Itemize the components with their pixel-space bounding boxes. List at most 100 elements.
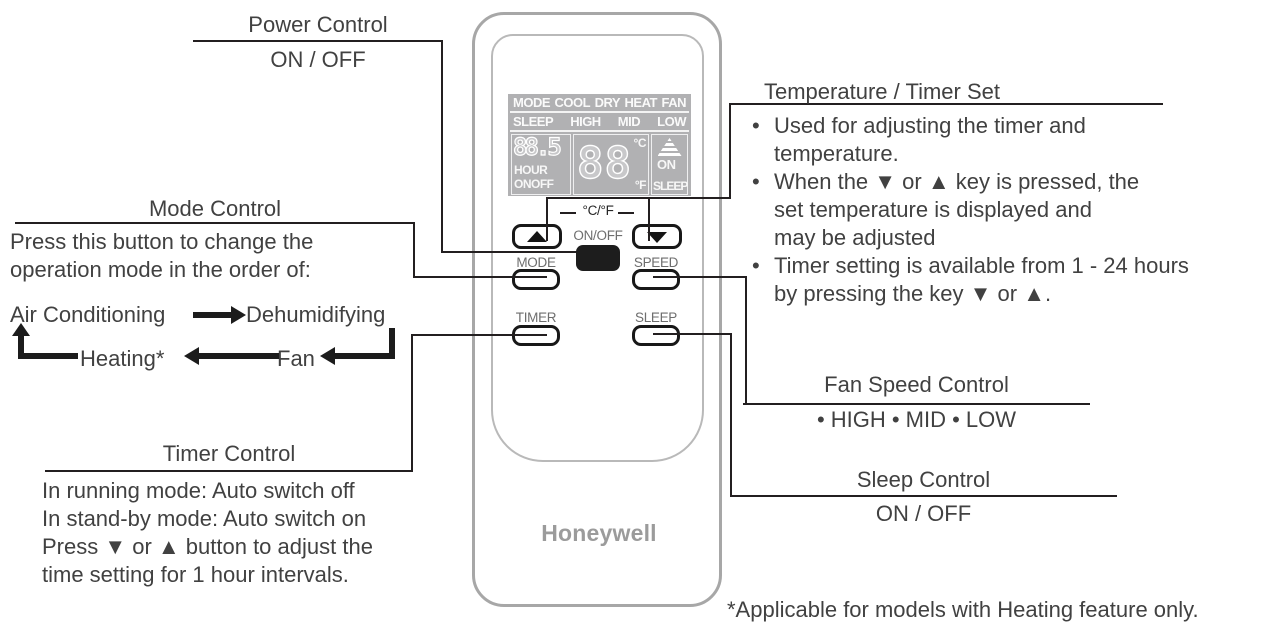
left-arrow-icon xyxy=(333,353,395,359)
bullet-item: • Timer setting is available from 1 - 24… xyxy=(752,252,1261,308)
mode-control-title: Mode Control xyxy=(148,196,282,221)
mode-control-description: Press this button to change the operatio… xyxy=(10,228,313,284)
temperature-up-button[interactable] xyxy=(512,224,562,249)
lcd-sleep-indicator: SLEEP xyxy=(653,179,688,193)
lcd-fan-label: FAN xyxy=(661,95,686,110)
temperature-connector-line xyxy=(546,197,548,241)
cf-label-dash xyxy=(618,212,634,214)
timer-description-line: time setting for 1 hour intervals. xyxy=(42,562,349,587)
remote-inner-panel xyxy=(491,34,704,462)
power-onoff-button[interactable] xyxy=(576,245,620,271)
lcd-timer-digits: 88.5 xyxy=(512,133,562,161)
temperature-timer-set-bullets: • Used for adjusting the timer and tempe… xyxy=(752,112,1261,308)
up-arrow-icon xyxy=(18,353,78,359)
lcd-mid-label: MID xyxy=(617,114,641,129)
cycle-heating-label: Heating* xyxy=(80,346,165,371)
timer-description-line: In stand-by mode: Auto switch on xyxy=(42,506,367,531)
left-arrow-icon xyxy=(184,347,199,365)
fan-speed-connector-line xyxy=(653,276,747,278)
lcd-onoff-label: ONOFF xyxy=(514,177,554,191)
heating-footnote: *Applicable for models with Heating feat… xyxy=(727,597,1199,622)
onoff-button-label: ON/OFF xyxy=(573,228,623,243)
cf-label-dash xyxy=(560,212,576,214)
fan-speed-control-title: Fan Speed Control xyxy=(824,372,1009,397)
right-arrow-icon xyxy=(193,312,233,318)
temperature-callout-underline xyxy=(731,103,1163,105)
fan-speed-connector-line xyxy=(745,276,747,405)
mode-connector-line xyxy=(413,222,415,278)
power-callout-underline xyxy=(193,40,443,42)
temperature-timer-set-title: Temperature / Timer Set xyxy=(764,79,1000,104)
bullet-line: When the ▼ or ▲ key is pressed, the xyxy=(774,169,1140,194)
up-arrow-icon xyxy=(527,231,547,242)
bullet-line: by pressing the key ▼ or ▲. xyxy=(774,281,1052,306)
honeywell-logo: Honeywell xyxy=(541,520,657,546)
fahrenheit-label: °F xyxy=(634,178,647,192)
lcd-temp-digits: 88 xyxy=(576,137,632,189)
fan-speed-triangle-icon xyxy=(657,138,682,156)
bullet-item: • Used for adjusting the timer and tempe… xyxy=(752,112,1261,168)
bullet-line: Used for adjusting the timer and xyxy=(774,113,1086,138)
lcd-temperature-section: 88 °C °F xyxy=(573,134,649,195)
lcd-cool-label: COOL xyxy=(554,95,591,110)
timer-button-label: TIMER xyxy=(515,310,557,325)
sleep-connector-line xyxy=(653,333,732,335)
timer-control-title: Timer Control xyxy=(162,441,296,466)
bullet-line: Timer setting is available from 1 - 24 h… xyxy=(774,253,1189,278)
lcd-high-label: HIGH xyxy=(570,114,601,129)
left-arrow-icon xyxy=(197,353,279,359)
power-connector-line xyxy=(441,251,578,253)
bullet-icon: • xyxy=(752,253,760,278)
bullet-icon: • xyxy=(752,113,760,138)
celsius-fahrenheit-label: °C/°F xyxy=(582,203,614,218)
cycle-air-conditioning-label: Air Conditioning xyxy=(10,302,166,327)
sleep-button-label: SLEEP xyxy=(634,310,678,325)
lcd-lower-section: 88.5 HOUR ONOFF 88 °C °F ON SLEEP xyxy=(508,132,691,197)
mode-button[interactable] xyxy=(512,269,560,290)
temperature-connector-line xyxy=(729,103,731,199)
lcd-indicator-section: ON SLEEP xyxy=(651,134,688,195)
up-arrow-icon xyxy=(18,334,24,356)
lcd-dry-label: DRY xyxy=(594,95,621,110)
power-control-title: Power Control xyxy=(248,12,388,37)
temperature-connector-line xyxy=(648,197,650,241)
speed-button-label: SPEED xyxy=(633,255,679,270)
lcd-heat-label: HEAT xyxy=(624,95,658,110)
mode-description-line: operation mode in the order of: xyxy=(10,257,311,282)
power-control-subtitle: ON / OFF xyxy=(270,47,366,72)
cycle-dehumidifying-label: Dehumidifying xyxy=(246,302,386,327)
speed-button[interactable] xyxy=(632,269,680,290)
lcd-mode-label: MODE xyxy=(513,95,551,110)
bullet-line: may be adjusted xyxy=(774,225,936,250)
lcd-hour-label: HOUR xyxy=(514,163,548,177)
timer-description-line: In running mode: Auto switch off xyxy=(42,478,355,503)
mode-connector-line xyxy=(413,276,547,278)
right-arrow-icon xyxy=(231,306,246,324)
mode-button-label: MODE xyxy=(516,255,556,270)
lcd-mode-row: MODE COOL DRY HEAT FAN xyxy=(510,94,689,113)
celsius-label: °C xyxy=(633,136,647,150)
temperature-down-button[interactable] xyxy=(632,224,682,249)
bullet-line: temperature. xyxy=(774,141,899,166)
sleep-button[interactable] xyxy=(632,325,680,346)
lcd-low-label: LOW xyxy=(657,114,686,129)
down-arrow-icon xyxy=(647,232,667,243)
power-connector-line xyxy=(441,40,443,253)
sleep-connector-line xyxy=(730,333,732,497)
lcd-status-row: SLEEP HIGH MID LOW xyxy=(510,113,689,132)
temperature-connector-line xyxy=(548,197,731,199)
fan-speed-callout-underline xyxy=(743,403,1090,405)
mode-callout-underline xyxy=(15,222,415,224)
timer-connector-line xyxy=(411,334,547,336)
cycle-fan-label: Fan xyxy=(277,346,315,371)
up-arrow-icon xyxy=(12,323,30,336)
timer-callout-underline xyxy=(45,470,413,472)
timer-connector-line xyxy=(411,334,413,472)
lcd-on-indicator: ON xyxy=(657,157,676,172)
bullet-line: set temperature is displayed and xyxy=(774,197,1092,222)
sleep-callout-underline xyxy=(730,495,1117,497)
bullet-icon: • xyxy=(752,169,760,194)
mode-description-line: Press this button to change the xyxy=(10,229,314,254)
fan-speed-control-subtitle: • HIGH • MID • LOW xyxy=(816,407,1017,432)
